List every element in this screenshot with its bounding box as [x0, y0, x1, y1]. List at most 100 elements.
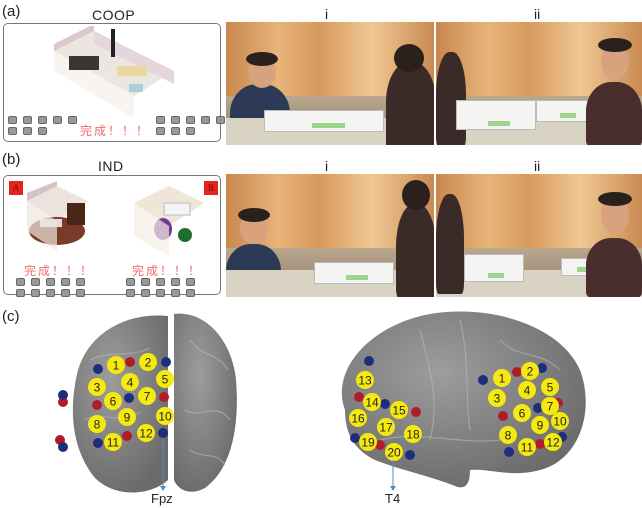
- svg-text:10: 10: [553, 415, 567, 429]
- channel-marker-frontal-8: 8: [88, 415, 106, 433]
- svg-text:8: 8: [94, 418, 101, 432]
- channel-marker-lateral-12: 12: [544, 433, 562, 451]
- svg-text:7: 7: [144, 390, 151, 404]
- svg-text:10: 10: [158, 410, 172, 424]
- detector-optode: [364, 356, 374, 366]
- channel-marker-lateral-17: 17: [377, 418, 395, 436]
- ind-photo-i: [226, 174, 434, 297]
- condition-title-coop: COOP: [92, 7, 136, 23]
- channel-marker-lateral-16: 16: [349, 409, 367, 427]
- ind-game-screen: A B 完成！！！ 完成！！！: [3, 175, 221, 297]
- detector-optode: [58, 390, 68, 400]
- emitter-optode: [354, 392, 364, 402]
- photo-label-a-ii: ii: [534, 6, 541, 22]
- channel-marker-lateral-6: 6: [513, 404, 531, 422]
- channel-marker-frontal-7: 7: [138, 387, 156, 405]
- detector-optode: [380, 399, 390, 409]
- svg-text:1: 1: [113, 359, 120, 373]
- panel-label-a: (a): [2, 3, 21, 20]
- detector-optode: [350, 433, 360, 443]
- svg-text:19: 19: [361, 436, 375, 450]
- channel-marker-lateral-11: 11: [518, 438, 536, 456]
- panel-label-b: (b): [2, 151, 21, 168]
- detector-optode: [478, 375, 488, 385]
- completion-text: 完成！！！: [80, 124, 151, 138]
- emitter-optode: [122, 431, 132, 441]
- emitter-optode: [125, 357, 135, 367]
- svg-text:6: 6: [110, 395, 117, 409]
- emitter-optode: [375, 440, 385, 450]
- svg-text:9: 9: [124, 411, 131, 425]
- channel-marker-lateral-5: 5: [541, 378, 559, 396]
- svg-text:16: 16: [351, 412, 365, 426]
- detector-optode: [124, 393, 134, 403]
- channel-marker-lateral-14: 14: [363, 393, 381, 411]
- svg-text:12: 12: [546, 436, 560, 450]
- svg-text:17: 17: [379, 421, 393, 435]
- photo-label-a-i: i: [325, 6, 329, 22]
- channel-marker-lateral-8: 8: [499, 426, 517, 444]
- svg-text:18: 18: [406, 428, 420, 442]
- fpz-label: Fpz: [151, 491, 173, 506]
- room-badge-a: A: [9, 181, 23, 195]
- ind-photo-ii: [436, 174, 642, 297]
- emitter-optode: [498, 411, 508, 421]
- emitter-optode: [159, 392, 169, 402]
- svg-text:6: 6: [519, 407, 526, 421]
- emitter-optode: [58, 397, 68, 407]
- channel-marker-lateral-9: 9: [531, 416, 549, 434]
- svg-text:11: 11: [107, 436, 120, 450]
- svg-text:5: 5: [547, 381, 554, 395]
- svg-text:2: 2: [145, 356, 152, 370]
- emitter-optode: [535, 439, 545, 449]
- channel-marker-lateral-18: 18: [404, 425, 422, 443]
- detector-optode: [58, 442, 68, 452]
- emitter-optode: [512, 367, 522, 377]
- channel-marker-frontal-2: 2: [139, 353, 157, 371]
- player-avatars-right: [156, 116, 225, 135]
- svg-text:13: 13: [358, 374, 372, 388]
- t4-label: T4: [385, 491, 401, 506]
- detector-optode: [537, 363, 547, 373]
- channel-marker-lateral-1: 1: [493, 369, 511, 387]
- photo-label-b-i: i: [325, 158, 329, 174]
- player-avatars-right: [126, 278, 195, 297]
- channel-marker-lateral-15: 15: [390, 401, 408, 419]
- svg-text:9: 9: [537, 419, 544, 433]
- channel-marker-lateral-7: 7: [541, 397, 559, 415]
- coop-game-screen: 完成！！！: [3, 23, 225, 142]
- channel-marker-frontal-11: 11: [104, 433, 122, 451]
- channel-marker-lateral-13: 13: [356, 371, 374, 389]
- channel-marker-lateral-3: 3: [488, 389, 506, 407]
- channel-marker-frontal-1: 1: [107, 356, 125, 374]
- svg-text:1: 1: [499, 372, 506, 386]
- channel-marker-frontal-12: 12: [137, 424, 155, 442]
- svg-text:7: 7: [547, 400, 554, 414]
- room-a-illustration: [27, 181, 87, 251]
- channel-marker-frontal-10: 10: [156, 407, 174, 425]
- shared-room-illustration: [54, 26, 174, 118]
- player-avatars-left: [8, 116, 77, 135]
- svg-text:4: 4: [127, 376, 134, 390]
- detector-optode: [533, 403, 543, 413]
- svg-text:3: 3: [94, 381, 101, 395]
- detector-optode: [93, 438, 103, 448]
- svg-text:11: 11: [521, 441, 534, 455]
- svg-text:5: 5: [162, 373, 169, 387]
- channel-marker-frontal-4: 4: [121, 373, 139, 391]
- svg-text:15: 15: [392, 404, 406, 418]
- svg-text:8: 8: [505, 429, 512, 443]
- channel-marker-lateral-19: 19: [359, 433, 377, 451]
- detector-optode: [405, 450, 415, 460]
- condition-title-ind: IND: [98, 158, 124, 174]
- room-badge-b: B: [204, 181, 218, 195]
- fpz-arrowhead: [160, 486, 166, 491]
- svg-text:2: 2: [527, 365, 534, 379]
- completion-text-left: 完成！！！: [24, 264, 95, 278]
- emitter-optode: [411, 407, 421, 417]
- emitter-optode: [92, 400, 102, 410]
- coop-photo-i: [226, 22, 434, 145]
- channel-marker-frontal-3: 3: [88, 378, 106, 396]
- player-avatars-left: [16, 278, 85, 297]
